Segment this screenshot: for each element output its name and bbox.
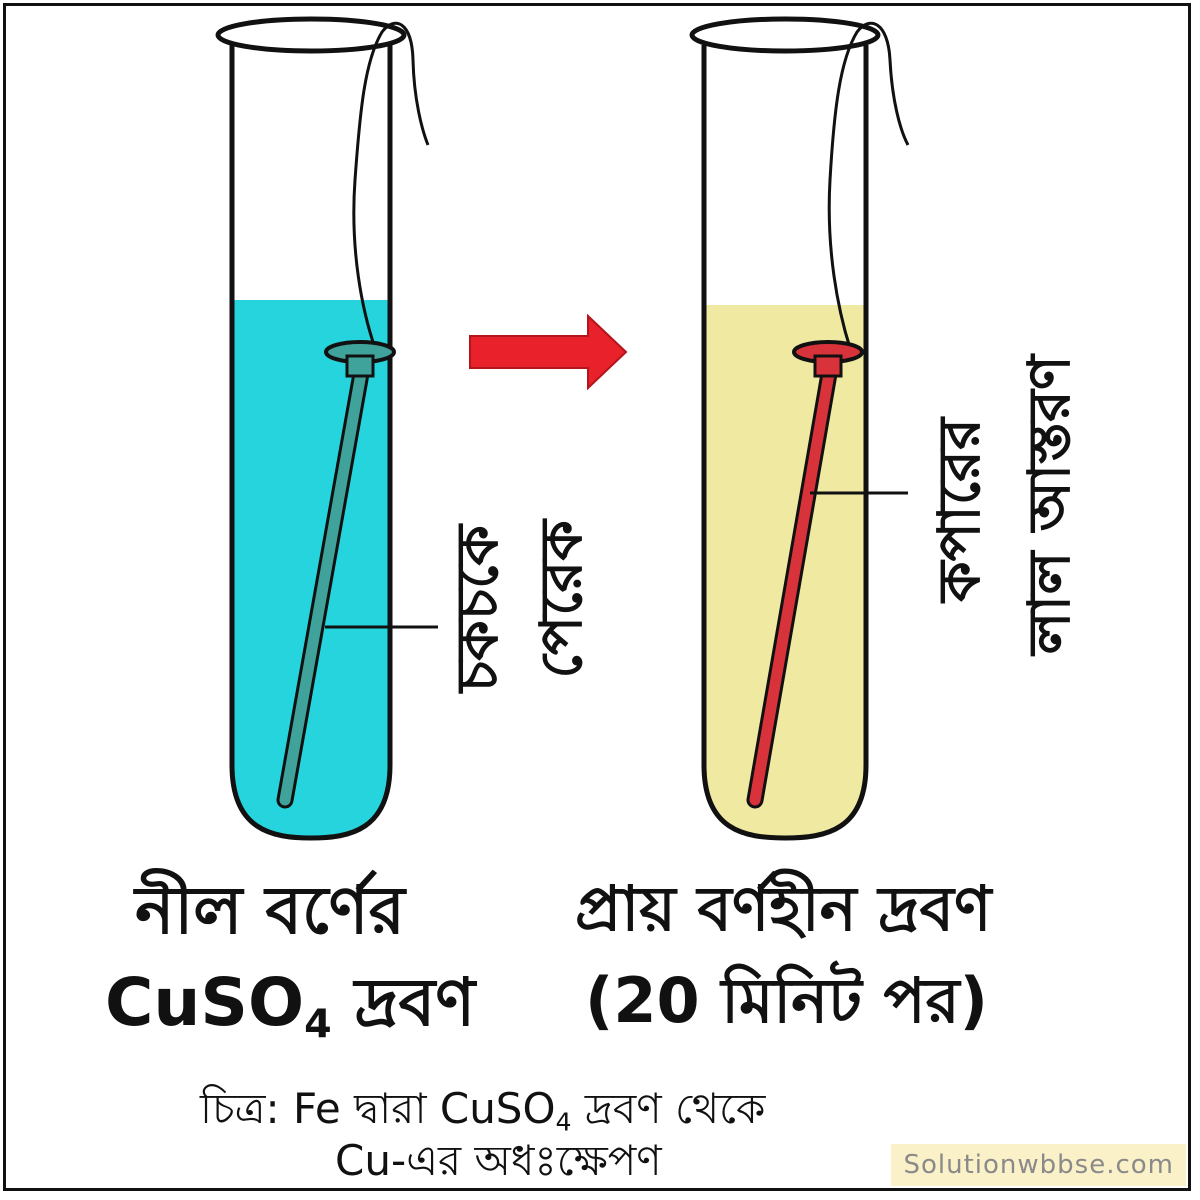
right-caption-line1: প্রায় বর্ণহীন দ্রবণ bbox=[575, 872, 992, 945]
left-caption-subscript: 4 bbox=[304, 1000, 332, 1047]
figure-caption-line2: Cu-এর অধঃক্ষেপণ bbox=[335, 1136, 662, 1185]
figure-frame bbox=[3, 3, 1191, 1191]
right-test-tube bbox=[689, 16, 910, 841]
right-copper-coated-nail bbox=[746, 340, 864, 809]
left-caption-line2: CuSO4 দ্রবণ bbox=[105, 970, 475, 1044]
right-callout-label-1: কপারের bbox=[925, 418, 993, 602]
figure-caption-subscript: 4 bbox=[555, 1107, 572, 1137]
left-caption-formula: CuSO bbox=[105, 964, 305, 1041]
left-tube-outline bbox=[229, 45, 393, 841]
left-callout-label-1: চকচকে bbox=[443, 525, 511, 693]
left-caption-line1: নীল বর্ণের bbox=[135, 872, 405, 949]
right-tube-rim bbox=[689, 16, 881, 54]
right-tube-outline bbox=[701, 45, 869, 841]
right-callout-label-2: লাল আস্তরণ bbox=[1015, 355, 1083, 655]
left-caption-end: দ্রবণ bbox=[331, 964, 476, 1041]
left-tube-rim bbox=[215, 16, 407, 54]
figure-caption-line1: চিত্র: Fe দ্বারা CuSO4 দ্রবণ থেকে bbox=[200, 1088, 765, 1135]
right-thread bbox=[827, 21, 910, 349]
left-test-tube bbox=[215, 16, 438, 841]
left-thread bbox=[352, 21, 430, 349]
right-yellow-solution bbox=[702, 305, 868, 838]
watermark: Solutionwbbse.com bbox=[891, 1144, 1186, 1186]
left-shiny-nail bbox=[276, 340, 396, 809]
figure-caption-pre: চিত্র: Fe দ্বারা CuSO bbox=[200, 1084, 556, 1133]
right-caption-line2: (20 মিনিট পর) bbox=[585, 964, 988, 1037]
reaction-arrow bbox=[469, 313, 628, 391]
left-callout-label-2: পেরেক bbox=[527, 520, 595, 679]
figure-caption-post: দ্রবণ থেকে bbox=[571, 1084, 766, 1133]
